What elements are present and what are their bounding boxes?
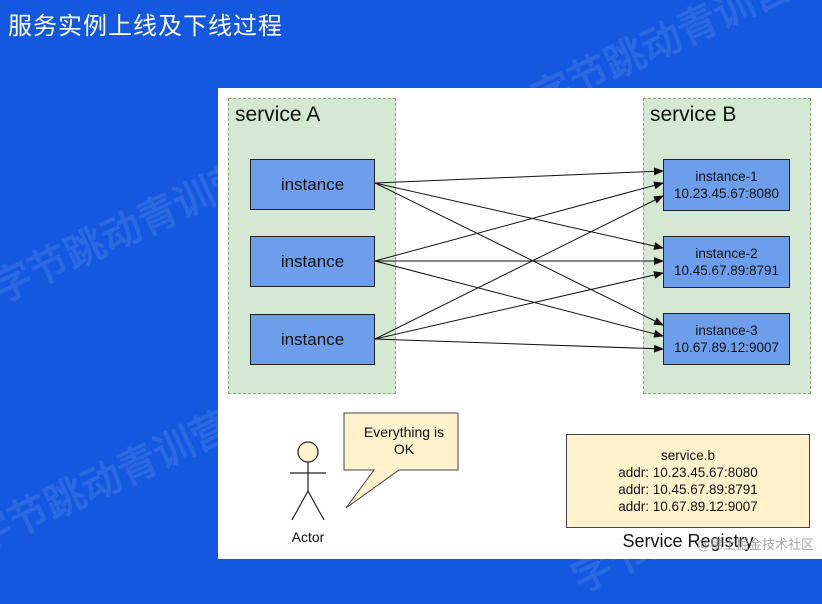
- service-a-instance: instance: [250, 314, 375, 365]
- instance-label: instance: [280, 329, 345, 349]
- registry-entry: addr: 10.67.89.12:9007: [618, 499, 758, 514]
- instance-name: instance-3: [695, 323, 758, 338]
- actor-label: Actor: [291, 529, 325, 545]
- registry-key: service.b: [660, 448, 716, 463]
- link-a2-b1: [374, 181, 664, 262]
- speech-bubble: [343, 412, 459, 509]
- instance-name: instance-2: [695, 246, 758, 261]
- instance-addr: 10.45.67.89:8791: [673, 263, 780, 278]
- speech-line-2: OK: [393, 441, 415, 457]
- link-a3-b3: [374, 338, 664, 353]
- page-title: 服务实例上线及下线过程: [8, 12, 283, 40]
- service-a-title: service A: [235, 103, 321, 126]
- instance-addr: 10.23.45.67:8080: [673, 186, 780, 201]
- instance-name: instance-1: [695, 169, 758, 184]
- speech-bubble-text: Everything is OK: [352, 424, 456, 458]
- service-a-instance: instance: [250, 236, 375, 287]
- instance-label: instance: [280, 251, 345, 271]
- service-b-title: service B: [650, 103, 737, 126]
- link-a1-b1: [374, 167, 664, 184]
- service-b-instance-2: instance-2 10.45.67.89:8791: [663, 236, 790, 288]
- instance-addr: 10.67.89.12:9007: [673, 340, 780, 355]
- link-a1-b3: [374, 182, 664, 326]
- link-a3-b1: [374, 195, 664, 340]
- service-registry-label: Service Registry: [622, 531, 754, 551]
- link-a3-b2: [374, 271, 664, 340]
- link-a1-b2: [374, 182, 664, 250]
- service-b-instance-3: instance-3 10.67.89.12:9007: [663, 313, 790, 365]
- watermark: 字节跳动青训营: [0, 402, 239, 563]
- speech-line-1: Everything is: [363, 424, 445, 440]
- service-registry-box: service.b addr: 10.23.45.67:8080 addr: 1…: [566, 434, 810, 528]
- instance-label: instance: [280, 174, 345, 194]
- actor-figure: [290, 441, 326, 521]
- service-b-instance-1: instance-1 10.23.45.67:8080: [663, 159, 790, 211]
- registry-entry: addr: 10.45.67.89:8791: [618, 482, 758, 497]
- connection-lines: [290, 167, 664, 521]
- diagram-canvas: service A service B: [218, 88, 822, 559]
- credit-watermark: @稀土掘金技术社区: [696, 538, 814, 553]
- service-a-instance: instance: [250, 159, 375, 210]
- registry-entry: addr: 10.23.45.67:8080: [618, 465, 758, 480]
- link-a2-b3: [374, 260, 664, 338]
